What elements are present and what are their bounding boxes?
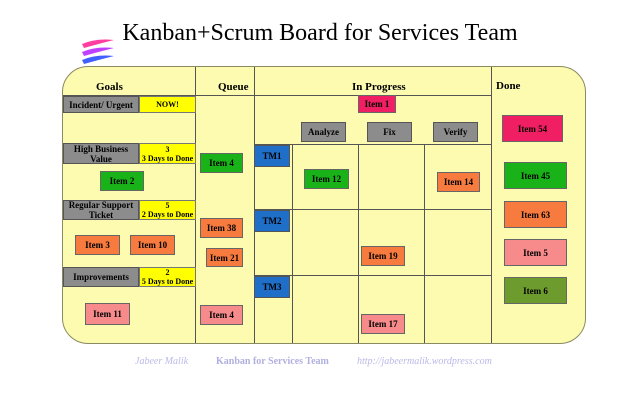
card-item-54[interactable]: Item 54 (502, 115, 563, 142)
card-item-3[interactable]: Item 3 (75, 235, 120, 255)
goal-high-business-tag: 3 3 Days to Done (139, 143, 196, 164)
goal-improvements-tag: 2 5 Days to Done (139, 267, 196, 287)
card-item-21[interactable]: Item 21 (206, 248, 243, 267)
card-item-6[interactable]: Item 6 (504, 277, 567, 304)
fix-header: Fix (367, 122, 412, 142)
analyze-header: Analyze (301, 122, 346, 142)
card-item-12[interactable]: Item 12 (304, 169, 349, 189)
swoosh-logo-icon (82, 39, 114, 64)
team-tm3-label: TM3 (254, 276, 290, 298)
card-item-2[interactable]: Item 2 (100, 171, 144, 191)
card-item-17[interactable]: Item 17 (361, 314, 405, 334)
footer-author: Jabeer Malik (135, 356, 189, 367)
footer-url[interactable]: http://jabeermalik.wordpress.com (357, 356, 492, 367)
done-column-header: Done (496, 80, 521, 92)
card-item-4-queue-top[interactable]: Item 4 (200, 153, 243, 173)
card-item-45[interactable]: Item 45 (504, 162, 567, 189)
card-item-4-queue-bottom[interactable]: Item 4 (200, 305, 243, 325)
card-item-11[interactable]: Item 11 (85, 303, 130, 325)
team-tm1-label: TM1 (254, 145, 290, 167)
queue-column-header: Queue (218, 81, 249, 93)
team-tm2-label: TM2 (254, 210, 290, 232)
goal-improvements-label: Improvements (63, 267, 139, 287)
card-item-1[interactable]: Item 1 (358, 95, 396, 113)
goals-column-header: Goals (96, 81, 123, 93)
goal-regular-tag: 5 2 Days to Done (139, 200, 196, 220)
goal-incident-tag: NOW! (139, 96, 196, 113)
card-item-19[interactable]: Item 19 (361, 246, 405, 266)
card-item-63[interactable]: Item 63 (504, 201, 567, 228)
goal-high-business-label: High Business Value (63, 143, 139, 164)
in-progress-column-header: In Progress (352, 81, 406, 93)
footer-center: Kanban for Services Team (216, 356, 329, 367)
goal-regular-label: Regular Support Ticket (63, 200, 139, 220)
board-title: Kanban+Scrum Board for Services Team (122, 20, 518, 46)
card-item-14[interactable]: Item 14 (437, 172, 480, 192)
card-item-5[interactable]: Item 5 (504, 239, 567, 266)
card-item-38[interactable]: Item 38 (200, 218, 243, 238)
card-item-10[interactable]: Item 10 (130, 235, 175, 255)
goal-incident-label: Incident/ Urgent (63, 96, 139, 113)
verify-header: Verify (433, 122, 478, 142)
